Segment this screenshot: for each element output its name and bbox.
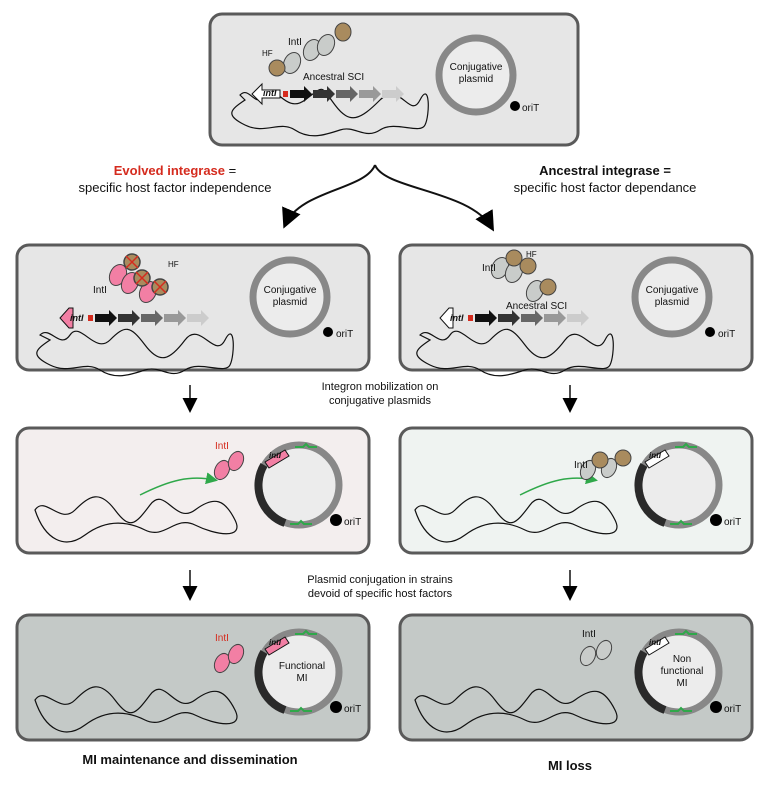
top-intl-label: IntI xyxy=(288,37,302,48)
branch-arrow-left xyxy=(282,164,376,229)
row4-right-intl: IntI xyxy=(582,629,596,640)
top-hf-label: HF xyxy=(262,49,273,58)
row2-left-cell xyxy=(15,243,371,377)
row2-right-intl: IntI xyxy=(482,263,496,274)
row3-right-intl: IntI xyxy=(574,460,588,471)
row3-left-gene: intI xyxy=(269,451,281,460)
branch-right-title: Ancestral integrase = specific host fact… xyxy=(513,163,697,195)
outcome-right: MI loss xyxy=(547,758,593,773)
branch-arrow-right xyxy=(374,164,495,232)
row2-right-gene: intI xyxy=(450,313,464,323)
row2-left-orit: oriT xyxy=(336,329,354,340)
row4-left-intl: IntI xyxy=(215,633,229,644)
outcome-left: MI maintenance and dissemination xyxy=(82,752,298,767)
row4-right-cell xyxy=(398,613,754,742)
top-orit-dot xyxy=(510,101,520,111)
row4-left-gene: intI xyxy=(269,638,281,647)
row4-left-orit: oriT xyxy=(344,704,362,715)
row3-right-gene: intI xyxy=(649,451,661,460)
top-plasmid-circle xyxy=(435,34,517,116)
row4-right-gene: intI xyxy=(649,638,661,647)
row3-right-orit: oriT xyxy=(724,517,742,528)
row4-left-cell xyxy=(15,613,371,742)
row4-right-orit: oriT xyxy=(724,704,742,715)
top-cell xyxy=(208,12,580,147)
top-gene-label: intI xyxy=(263,88,277,98)
row2-right-sci: Ancestral SCI xyxy=(506,301,568,312)
row2-right-cell xyxy=(398,243,754,377)
branch-left-title: Evolved integrase = specific host factor… xyxy=(78,163,272,195)
row2-right-hf: HF xyxy=(526,250,537,259)
row3-right-cell xyxy=(398,426,754,555)
row2-right-orit: oriT xyxy=(718,329,736,340)
row3-left-orit: oriT xyxy=(344,517,362,528)
top-sci-label: Ancestral SCI xyxy=(303,72,365,83)
row2-left-gene: intI xyxy=(70,313,84,323)
row3-left-intl: IntI xyxy=(215,441,229,452)
top-orit-label: oriT xyxy=(522,103,540,114)
row2-left-hf: HF xyxy=(168,260,179,269)
row3-left-cell xyxy=(15,426,371,555)
row2-left-intl: IntI xyxy=(93,285,107,296)
